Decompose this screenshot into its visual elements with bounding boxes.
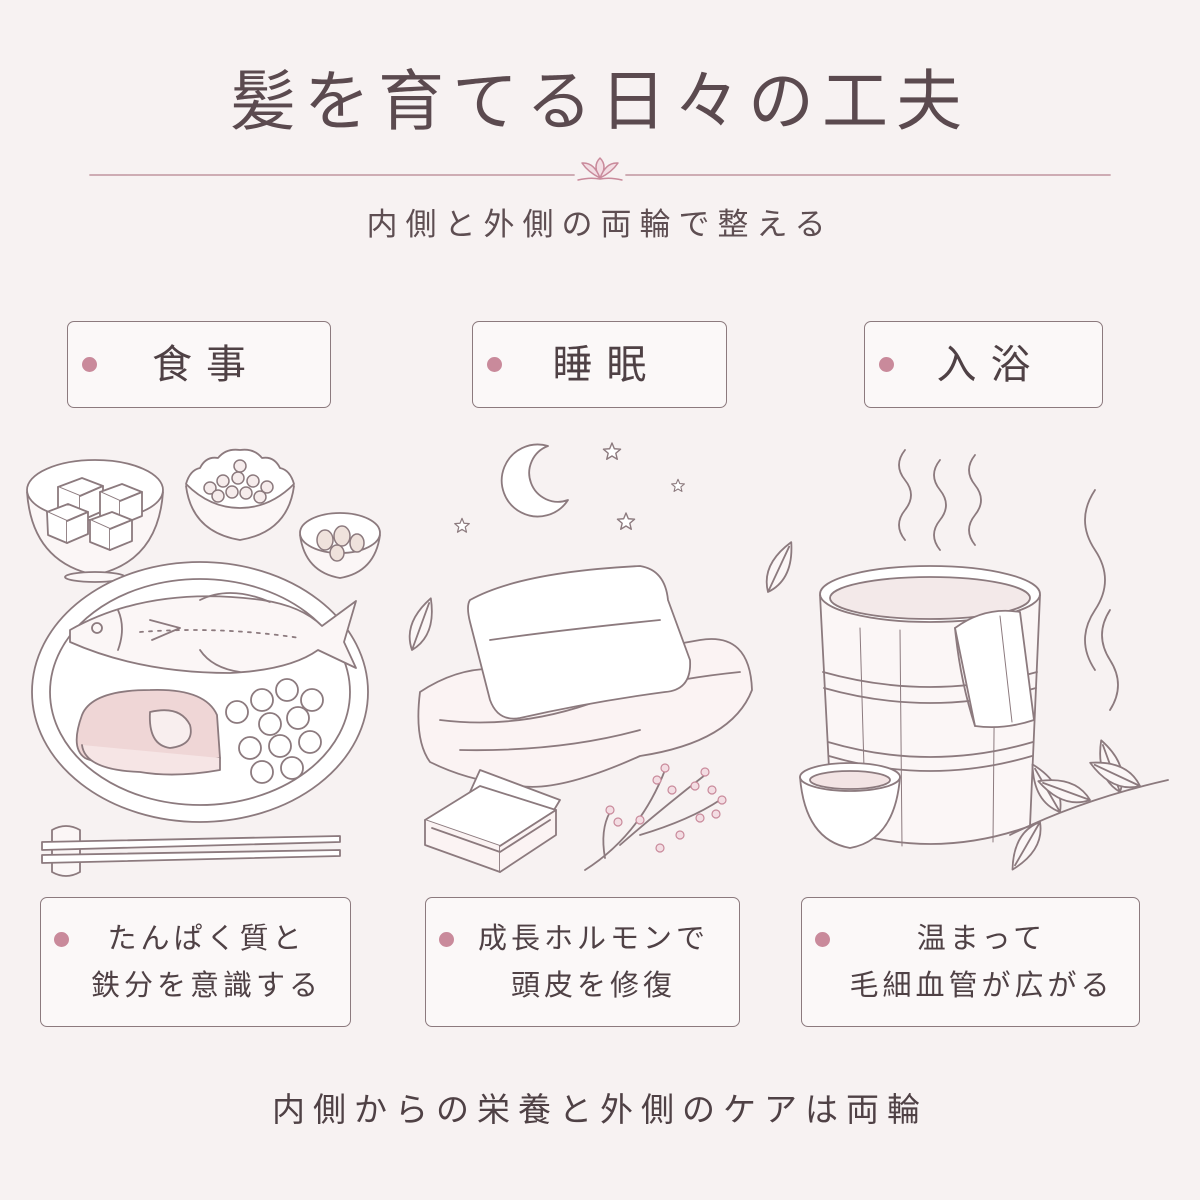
category-label: 食事 [152,342,260,388]
leaf-right [758,537,801,597]
steak [75,689,221,776]
description-bath: 温まって 毛細血管が広がる [801,897,1140,1027]
description-line: たんぱく質と [107,921,306,955]
chopsticks [41,825,341,877]
nuts [316,525,365,562]
category-label: 睡眠 [552,342,661,388]
description-line: 鉄分を意識する [90,968,322,1002]
footer-caption: 内側からの栄養と外側のケアは両輪 [272,1090,928,1129]
description-line: 成長ホルモンで [477,921,709,955]
bullet-dot [54,932,69,947]
stars [453,442,686,533]
moon-icon [500,443,569,518]
bullet-dot [82,357,97,372]
category-sleep: 睡眠 [472,321,727,408]
bullet-dot [879,357,894,372]
tofu-cubes [46,477,143,551]
category-bath: 入浴 [864,321,1103,408]
flower-ornament [577,157,623,181]
fish [69,592,357,674]
meal-illustration [26,448,381,877]
towel [954,609,1035,729]
category-label: 入浴 [936,342,1045,388]
sleep-illustration [402,442,801,873]
tofu-bowl [26,459,164,583]
description-sleep: 成長ホルモンで 頭皮を修復 [425,897,740,1027]
category-meal: 食事 [67,321,331,408]
bath-illustration [799,449,1169,876]
description-line: 頭皮を修復 [510,968,676,1002]
plate-beans [225,678,324,784]
flower-sprig [584,763,727,871]
steam-lines [898,449,1119,711]
leaf-left [402,594,441,654]
bullet-dot [815,932,830,947]
title-divider [89,157,1111,181]
leaf-branch [1003,736,1169,876]
page-subtitle: 内側と外側の両輪で整える [366,207,834,243]
book [424,785,557,873]
pillow [467,565,691,720]
description-line: 毛細血管が広がる [849,968,1114,1002]
tea-cup [799,762,901,849]
page-title: 髪を育てる日々の工夫 [230,63,970,140]
bullet-dot [439,932,454,947]
bullet-dot [487,357,502,372]
description-line: 温まって [916,921,1047,955]
beans [203,459,274,504]
bean-bowl [185,448,295,541]
nut-bowl [299,512,381,579]
description-meal: たんぱく質と 鉄分を意識する [40,897,351,1027]
